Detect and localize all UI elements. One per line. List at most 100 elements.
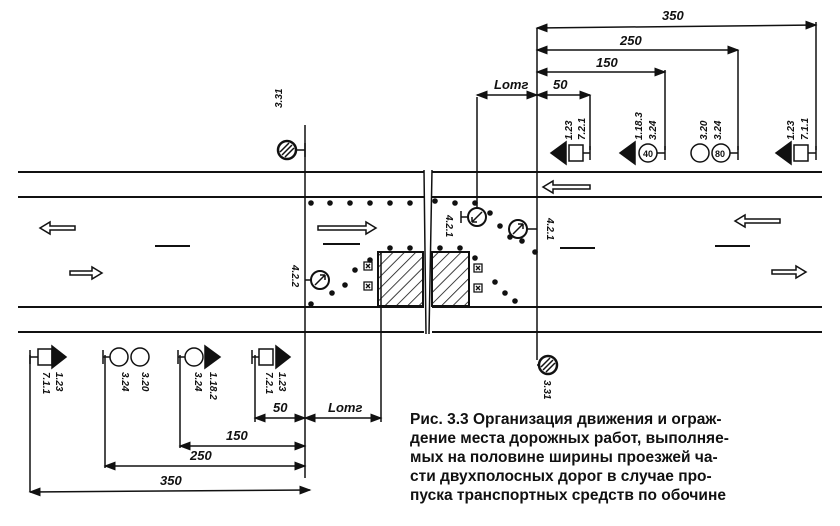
bottom-dimensions: 50 Lотг 150 250 350 (28, 400, 383, 497)
cone-dot (342, 282, 348, 288)
sign-label-3-31: 3.31 (541, 380, 552, 400)
speed-limit-icon (109, 347, 129, 367)
arrow-right-icon (69, 265, 104, 281)
svg-text:1.18.2: 1.18.2 (207, 372, 218, 400)
plate-icon (793, 144, 809, 162)
warning-triangle-icon (618, 140, 636, 166)
svg-text:3.20: 3.20 (139, 372, 150, 392)
arrow-left-icon (541, 179, 591, 195)
cone-dot (519, 238, 525, 244)
sign-group-3: 80 (690, 143, 739, 163)
sign-label-4-2-2: 4.2.2 (289, 264, 300, 288)
cone-dot (407, 200, 413, 206)
svg-text:1.23: 1.23 (276, 372, 287, 392)
svg-text:3.24: 3.24 (713, 120, 724, 140)
plate-icon (568, 144, 584, 162)
dim-50: 50 (553, 77, 568, 92)
caption-line: сти двухполосных дорог в случае про- (410, 468, 712, 485)
cone-dot (512, 298, 518, 304)
cone-dot (487, 210, 493, 216)
work-zone-right (431, 251, 470, 307)
dim-350: 350 (662, 8, 684, 23)
work-zone-left (377, 251, 424, 307)
svg-text:3.24: 3.24 (119, 372, 130, 392)
warning-triangle-icon (549, 140, 567, 166)
end-restriction-icon (130, 347, 150, 367)
dim-250: 250 (189, 448, 212, 463)
keep-left-sign (305, 270, 330, 290)
caption-line: мых на половине ширины проезжей ча- (410, 449, 718, 466)
end-restrictions-sign-top (276, 139, 306, 161)
top-sign-labels: 1.23 7.2.1 1.18.3 3.24 3.20 3.24 1.23 7.… (564, 112, 811, 140)
keep-right-sign (460, 207, 487, 227)
keep-right-sign (508, 219, 537, 239)
cone-dot (347, 200, 353, 206)
svg-text:1.23: 1.23 (786, 120, 797, 140)
dim-lotg: Lотг (328, 400, 362, 415)
svg-text:7.2.1: 7.2.1 (577, 117, 588, 140)
svg-text:80: 80 (715, 149, 725, 159)
cone-dot (452, 200, 458, 206)
bottom-signs (29, 344, 292, 370)
svg-text:1.18.3: 1.18.3 (634, 112, 645, 140)
figure-caption: Рис. 3.3 Организация движения и ограж- д… (410, 410, 840, 505)
cone-dot (432, 198, 438, 204)
cone-dot (367, 257, 373, 263)
svg-text:7.1.1: 7.1.1 (40, 372, 51, 395)
sign-group-2 (102, 347, 150, 367)
cone-dot (329, 290, 335, 296)
bottom-sign-labels: 1.23 7.1.1 3.20 3.24 1.18.2 3.24 1.23 7.… (40, 372, 287, 400)
warning-triangle-icon (51, 344, 68, 370)
cone-dot (387, 245, 393, 251)
end-restrictions-sign-bottom (537, 354, 559, 376)
arrow-left-icon (38, 220, 76, 236)
traffic-cones (308, 198, 538, 307)
svg-text:7.2.1: 7.2.1 (263, 372, 274, 395)
svg-text:1.23: 1.23 (564, 120, 575, 140)
cone-dot (327, 200, 333, 206)
plate-icon (258, 348, 274, 366)
cone-dot (437, 245, 443, 251)
sign-label-3-31: 3.31 (274, 88, 285, 108)
direction-arrows (38, 179, 808, 281)
cone-dot (308, 301, 314, 307)
end-restriction-icon (690, 143, 710, 163)
dim-lotg: Lотг (494, 77, 528, 92)
svg-text:3.20: 3.20 (699, 120, 710, 140)
arrow-right-icon (771, 264, 808, 280)
sign-group-2: 40 (618, 140, 666, 166)
svg-text:40: 40 (643, 149, 653, 159)
cone-dot (367, 200, 373, 206)
cone-dot (497, 223, 503, 229)
warning-triangle-icon (204, 344, 222, 370)
cone-dot (407, 245, 413, 251)
cone-dot (502, 290, 508, 296)
svg-text:1.23: 1.23 (53, 372, 64, 392)
cone-dot (457, 245, 463, 251)
caption-line: Рис. 3.3 Организация движения и ограж- (410, 411, 722, 428)
sign-group-4 (774, 140, 817, 166)
svg-text:7.1.1: 7.1.1 (800, 117, 811, 140)
sign-label-4-2-1: 4.2.1 (443, 214, 454, 238)
svg-text:3.24: 3.24 (192, 372, 203, 392)
dim-150: 150 (226, 428, 248, 443)
sign-label-4-2-1: 4.2.1 (544, 217, 555, 241)
speed-limit-icon (184, 347, 204, 367)
top-dimensions: 350 250 150 50 Lотг (475, 8, 818, 100)
road (18, 169, 822, 335)
dim-350: 350 (160, 473, 182, 488)
arrow-right-icon (317, 220, 378, 236)
top-signs: 40 80 (549, 140, 817, 166)
plate-icon (37, 348, 53, 366)
dim-50: 50 (273, 400, 288, 415)
sign-group-1 (29, 344, 68, 370)
caption-line: пуска транспортных средств по обочине (410, 487, 726, 504)
warning-triangle-icon (774, 140, 792, 166)
arrow-left-icon (733, 213, 781, 229)
cone-dot (492, 279, 498, 285)
centre-line-dashes (155, 243, 750, 249)
dim-150: 150 (596, 55, 618, 70)
cone-dot (387, 200, 393, 206)
sign-group-3 (177, 344, 222, 370)
